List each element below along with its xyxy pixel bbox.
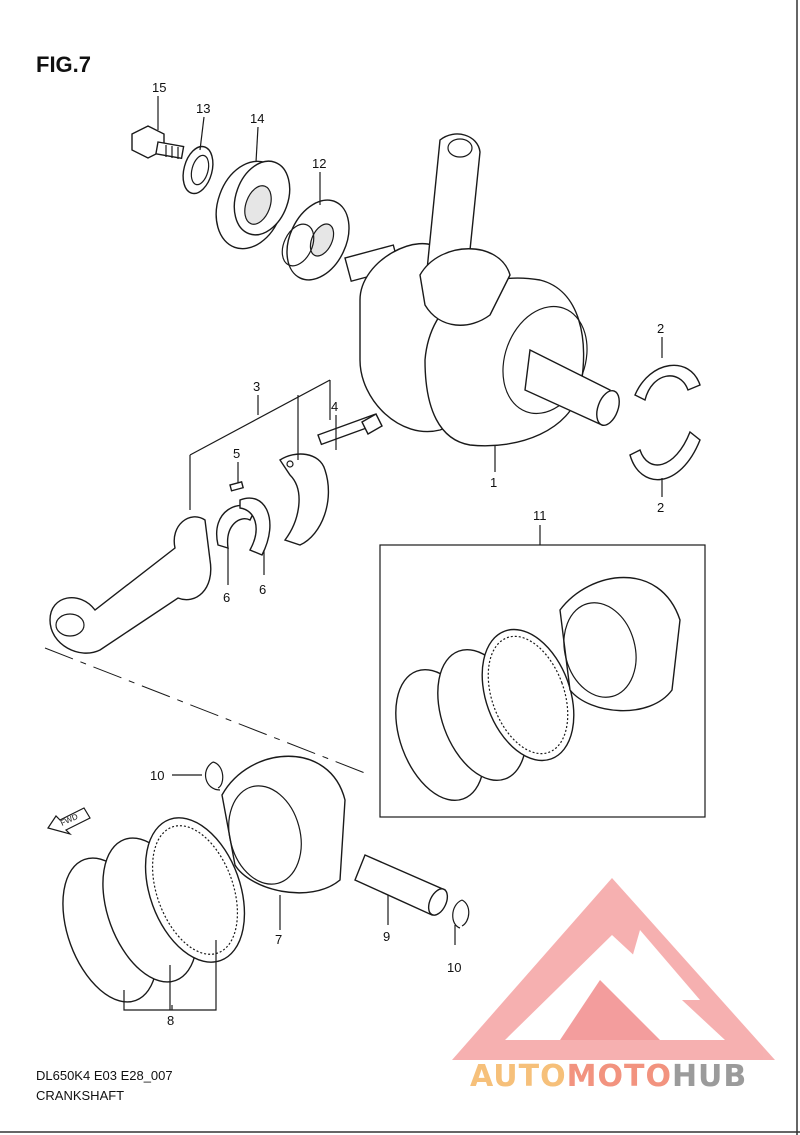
fwd-arrow: FWD [47, 807, 91, 836]
callout-6-a: 6 [223, 590, 230, 605]
diagram-name: CRANKSHAFT [36, 1088, 124, 1103]
figure-title: FIG.7 [36, 52, 91, 77]
callout-10-a: 10 [150, 768, 164, 783]
logo-triangle-mark [560, 980, 660, 1040]
callout-6-b: 6 [259, 582, 266, 597]
part-7-piston [221, 755, 346, 894]
part-13-nut [182, 145, 214, 195]
callout-1: 1 [490, 475, 497, 490]
callout-11: 11 [533, 508, 547, 523]
logo-triangle-inner [505, 935, 725, 1040]
part-6-bearing-shells [215, 497, 271, 556]
part-2-bearing-upper [634, 364, 701, 402]
part-2-bearing-lower [629, 430, 701, 481]
part-15-bolt [131, 125, 185, 160]
part-10-circlip-a [204, 761, 224, 791]
callout-2-lower: 2 [657, 500, 664, 515]
part-4-bolt [317, 413, 383, 446]
diagram-code: DL650K4 E03 E28_007 [36, 1068, 173, 1083]
part-8-piston-rings [62, 817, 246, 1003]
part-12-washer [281, 199, 350, 281]
alignment-line [44, 647, 371, 776]
callout-4: 4 [331, 399, 338, 414]
watermark-text: AUTOMOTOHUB [470, 1059, 747, 1094]
callout-3: 3 [253, 379, 260, 394]
watermark-auto: AUTO [470, 1059, 567, 1094]
part-9-piston-pin [354, 854, 449, 916]
callout-10-b: 10 [447, 960, 461, 975]
callout-8: 8 [167, 1013, 174, 1028]
callout-13: 13 [196, 101, 210, 116]
leader-3-b [189, 379, 331, 456]
part-10-circlip-b [452, 899, 470, 929]
callout-2-upper: 2 [657, 321, 664, 336]
callout-7: 7 [275, 932, 282, 947]
leader-13 [199, 116, 205, 151]
callout-12: 12 [312, 156, 326, 171]
part-3-connecting-rod [49, 453, 330, 654]
callout-9: 9 [383, 929, 390, 944]
part-5-pin [229, 481, 245, 492]
watermark-moto: MOTO [567, 1059, 672, 1094]
callout-14: 14 [250, 111, 264, 126]
watermark-hub: HUB [672, 1059, 747, 1094]
part-11-piston-kit [395, 576, 681, 802]
leader-14 [255, 126, 259, 163]
automotohub-logo [452, 878, 775, 1060]
callout-5: 5 [233, 446, 240, 461]
part-11-piston-kit-box [379, 544, 706, 818]
logo-triangle-cut [620, 930, 700, 1000]
callout-15: 15 [152, 80, 166, 95]
part-1-crankshaft [344, 133, 620, 447]
part-14-gear [215, 160, 291, 250]
